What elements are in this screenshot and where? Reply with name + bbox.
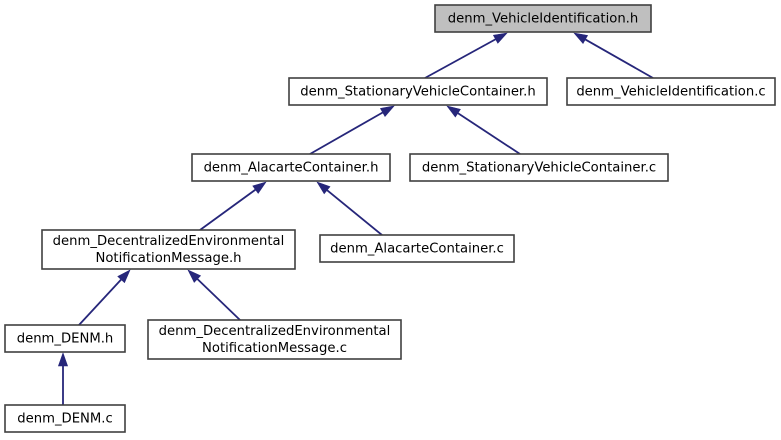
edge-dencentralized_h-to-alacartecontainer_h [199,181,267,231]
node-label-alacartecontainer_h: denm_AlacarteContainer.h [204,161,379,176]
node-box-stationaryvehiclecontainer_h[interactable] [288,77,548,106]
node-dencentralized_c[interactable]: denm_DecentralizedEnvironmentalNotificat… [147,319,402,360]
node-label-dencentralized_c: NotificationMessage.c [202,341,347,356]
node-denm_h[interactable]: denm_DENM.h [4,324,126,353]
node-label-stationaryvehiclecontainer_h: denm_StationaryVehicleContainer.h [300,85,535,100]
node-box-vehicleidentification_h[interactable] [434,4,652,33]
node-label-vehicleidentification_h: denm_VehicleIdentification.h [448,12,638,27]
edge-alacartecontainer_h-to-stationaryvehiclecontainer_h [309,105,395,155]
node-label-denm_c: denm_DENM.c [17,412,112,427]
node-label-dencentralized_c: denm_DecentralizedEnvironmental [159,324,391,339]
node-box-vehicleidentification_c[interactable] [566,77,776,106]
edge-denm_c-to-denm_h [57,352,69,405]
edge-stationaryvehiclecontainer_c-to-stationaryvehiclecontainer_h [446,105,521,155]
node-box-denm_h[interactable] [4,324,126,353]
node-stationaryvehiclecontainer_c[interactable]: denm_StationaryVehicleContainer.c [409,153,669,182]
nodes-layer: denm_VehicleIdentification.h denm_Station… [4,4,776,433]
edge-vehicleidentification_c-to-vehicleidentification_h [573,32,654,79]
node-box-dencentralized_h[interactable] [41,229,296,270]
node-box-alacartecontainer_h[interactable] [191,153,391,182]
node-label-vehicleidentification_c: denm_VehicleIdentification.c [576,85,765,100]
node-label-alacartecontainer_c: denm_AlacarteContainer.c [330,242,504,257]
edge-alacartecontainer_c-to-alacartecontainer_h [316,181,383,236]
node-dencentralized_h[interactable]: denm_DecentralizedEnvironmentalNotificat… [41,229,296,270]
edge-denm_h-to-dencentralized_h [78,269,131,326]
node-box-dencentralized_c[interactable] [147,319,402,360]
edge-dencentralized_c-to-dencentralized_h [187,269,241,321]
node-denm_c[interactable]: denm_DENM.c [4,404,126,433]
node-stationaryvehiclecontainer_h[interactable]: denm_StationaryVehicleContainer.h [288,77,548,106]
node-vehicleidentification_c[interactable]: denm_VehicleIdentification.c [566,77,776,106]
node-label-dencentralized_h: NotificationMessage.h [95,251,241,266]
node-box-alacartecontainer_c[interactable] [319,234,515,263]
node-box-denm_c[interactable] [4,404,126,433]
edges-layer [57,32,654,405]
node-box-stationaryvehiclecontainer_c[interactable] [409,153,669,182]
node-label-stationaryvehiclecontainer_c: denm_StationaryVehicleContainer.c [422,161,656,176]
node-alacartecontainer_c[interactable]: denm_AlacarteContainer.c [319,234,515,263]
node-vehicleidentification_h[interactable]: denm_VehicleIdentification.h [434,4,652,33]
node-label-denm_h: denm_DENM.h [17,332,114,347]
node-alacartecontainer_h[interactable]: denm_AlacarteContainer.h [191,153,391,182]
node-label-dencentralized_h: denm_DecentralizedEnvironmental [53,234,285,249]
edge-stationaryvehiclecontainer_h-to-vehicleidentification_h [424,32,508,79]
